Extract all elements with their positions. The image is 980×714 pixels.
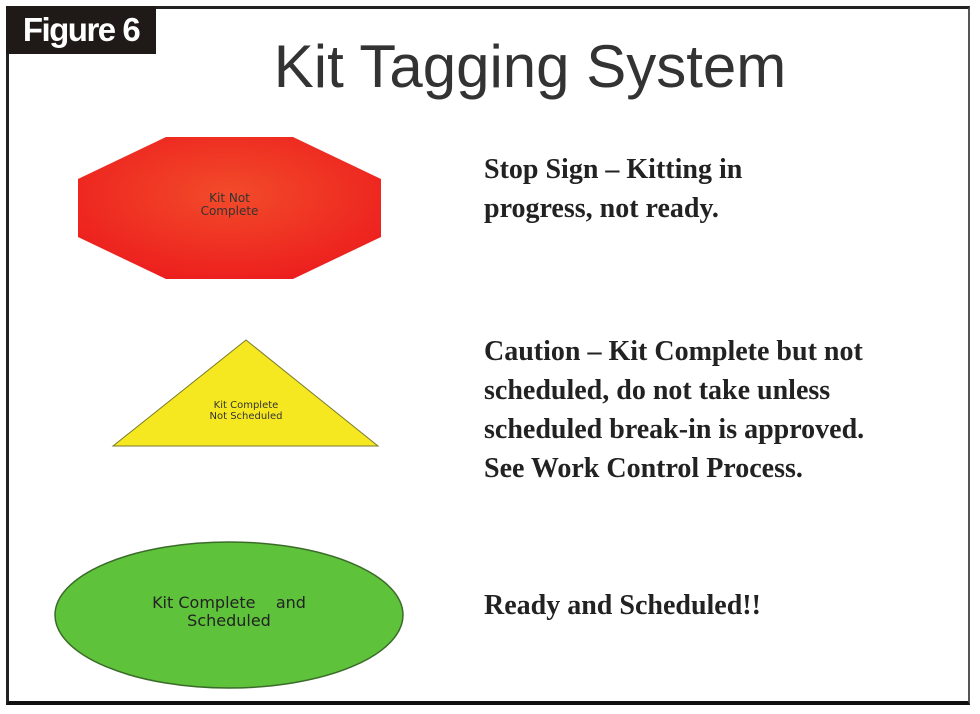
- stop-sign-octagon: [78, 137, 381, 279]
- triangle-shape: [111, 339, 380, 447]
- figure-label: Figure 6: [6, 6, 156, 54]
- diagram-title: Kit Tagging System: [273, 33, 787, 100]
- caution-description: Caution – Kit Complete but not scheduled…: [484, 336, 865, 484]
- ready-label: Kit Complete and Scheduled: [152, 593, 306, 630]
- ellipse-shape: [54, 541, 404, 689]
- ready-description: Ready and Scheduled!!: [484, 590, 761, 621]
- ready-ellipse: [54, 541, 404, 689]
- caution-triangle: [111, 339, 380, 447]
- octagon-shape: [78, 137, 381, 279]
- stop-sign-description: Stop Sign – Kitting in progress, not rea…: [484, 154, 743, 224]
- caution-label: Kit Complete Not Scheduled: [209, 400, 283, 422]
- figure-frame: [6, 6, 970, 705]
- stop-sign-label: Kit Not Complete: [200, 191, 259, 218]
